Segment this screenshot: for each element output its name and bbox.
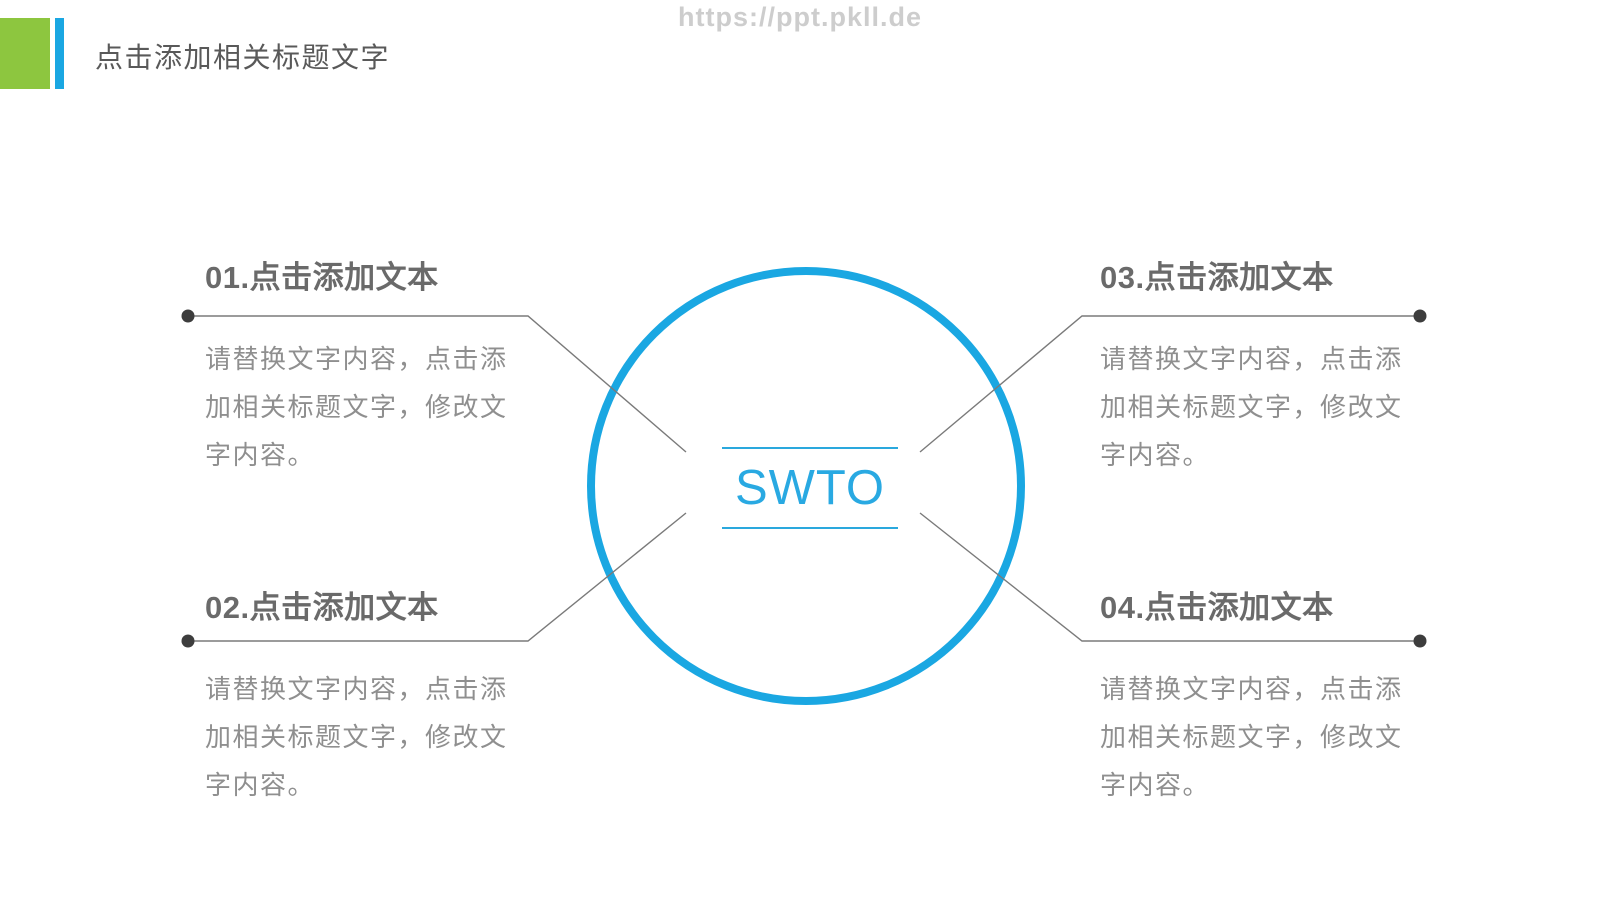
block-01-body-line: 字内容。 <box>205 440 316 470</box>
block-03-body-line: 请替换文字内容，点击添 <box>1100 344 1403 374</box>
block-03-body-line: 字内容。 <box>1100 440 1211 470</box>
connector-line-02 <box>188 512 687 642</box>
connector-dot-04 <box>1413 634 1427 648</box>
connector-dot-01 <box>181 309 195 323</box>
block-01-body-line: 请替换文字内容，点击添 <box>205 344 508 374</box>
text-block-02[interactable]: 02.点击添加文本 请替换文字内容，点击添 加相关标题文字，修改文 字内容。 <box>205 588 550 809</box>
block-04-heading[interactable]: 04.点击添加文本 <box>1100 590 1334 625</box>
block-03-body-line: 加相关标题文字，修改文 <box>1100 392 1403 422</box>
connector-line-01 <box>188 315 687 453</box>
text-block-04[interactable]: 04.点击添加文本 请替换文字内容，点击添 加相关标题文字，修改文 字内容。 <box>1100 588 1445 809</box>
block-04-body-line: 字内容。 <box>1100 770 1211 800</box>
block-04-body-line: 请替换文字内容，点击添 <box>1100 674 1403 704</box>
swot-circle <box>587 267 1025 705</box>
block-03-heading[interactable]: 03.点击添加文本 <box>1100 260 1334 295</box>
block-01-heading[interactable]: 01.点击添加文本 <box>205 260 439 295</box>
watermark-url: https://ppt.pkll.de <box>678 2 922 32</box>
block-01-body-line: 加相关标题文字，修改文 <box>205 392 508 422</box>
header-accent-green-bar <box>0 18 50 89</box>
block-04-body-line: 加相关标题文字，修改文 <box>1100 722 1403 752</box>
header-accent-blue-bar <box>55 18 64 89</box>
text-block-01[interactable]: 01.点击添加文本 请替换文字内容，点击添 加相关标题文字，修改文 字内容。 <box>205 258 550 479</box>
center-label-box[interactable]: SWTO <box>722 447 898 529</box>
block-02-body-line: 加相关标题文字，修改文 <box>205 722 508 752</box>
connector-line-04 <box>919 512 1420 642</box>
block-02-heading[interactable]: 02.点击添加文本 <box>205 590 439 625</box>
text-block-03[interactable]: 03.点击添加文本 请替换文字内容，点击添 加相关标题文字，修改文 字内容。 <box>1100 258 1445 479</box>
center-label: SWTO <box>734 461 886 515</box>
block-02-body-line: 字内容。 <box>205 770 316 800</box>
connector-line-03 <box>919 315 1420 453</box>
block-04-body[interactable]: 请替换文字内容，点击添 加相关标题文字，修改文 字内容。 <box>1100 665 1445 809</box>
block-02-body[interactable]: 请替换文字内容，点击添 加相关标题文字，修改文 字内容。 <box>205 665 550 809</box>
connector-dot-02 <box>181 634 195 648</box>
block-01-body[interactable]: 请替换文字内容，点击添 加相关标题文字，修改文 字内容。 <box>205 335 550 479</box>
connector-dot-03 <box>1413 309 1427 323</box>
block-03-body[interactable]: 请替换文字内容，点击添 加相关标题文字，修改文 字内容。 <box>1100 335 1445 479</box>
slide-title[interactable]: 点击添加相关标题文字 <box>95 42 391 73</box>
block-02-body-line: 请替换文字内容，点击添 <box>205 674 508 704</box>
